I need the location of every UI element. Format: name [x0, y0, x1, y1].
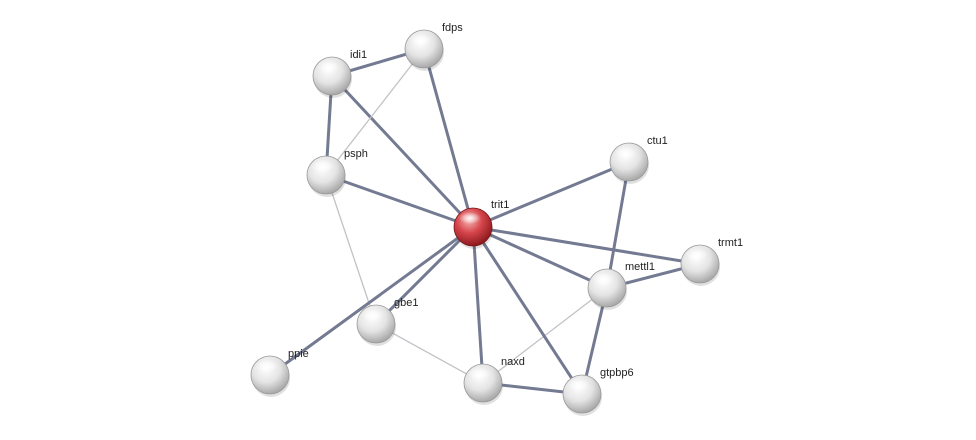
node-trit1[interactable]: trit1: [453, 199, 509, 249]
node-highlight: [410, 34, 432, 46]
node-highlight: [686, 249, 708, 261]
node-psph[interactable]: psph: [306, 148, 368, 197]
node-highlight: [312, 160, 334, 172]
edge-psph-gbe1: [325, 174, 377, 325]
node-highlight: [615, 147, 637, 159]
node-label-ctu1: ctu1: [647, 135, 668, 147]
edge-trmt1-trit1: [471, 225, 702, 266]
edge-ppie-trit1: [268, 225, 475, 377]
node-label-idi1: idi1: [350, 49, 367, 61]
node-highlight: [568, 379, 590, 391]
edge-ctu1-trit1: [471, 160, 631, 229]
node-idi1[interactable]: idi1: [312, 49, 367, 98]
node-label-gtpbp6: gtpbp6: [600, 367, 634, 379]
node-gtpbp6[interactable]: gtpbp6: [562, 367, 634, 416]
node-highlight: [318, 61, 340, 73]
edge-fdps-trit1: [422, 47, 475, 229]
node-label-fdps: fdps: [442, 22, 463, 34]
edge-gtpbp6-trit1: [471, 225, 584, 396]
node-label-naxd: naxd: [501, 356, 525, 368]
node-label-trit1: trit1: [491, 199, 509, 211]
edge-ctu1-mettl1: [605, 160, 631, 290]
node-highlight: [362, 309, 384, 321]
edge-mettl1-trit1: [471, 225, 609, 290]
edge-gbe1-trit1: [374, 225, 475, 326]
node-ppie[interactable]: ppie: [250, 348, 309, 397]
edge-gbe1-naxd: [375, 323, 484, 384]
node-mettl1[interactable]: mettl1: [587, 261, 655, 310]
node-label-mettl1: mettl1: [625, 261, 655, 273]
node-label-gbe1: gbe1: [394, 297, 418, 309]
node-label-ppie: ppie: [288, 348, 309, 360]
edge-psph-trit1: [324, 173, 475, 229]
node-highlight: [593, 273, 615, 285]
node-label-psph: psph: [344, 148, 368, 160]
edge-naxd-trit1: [471, 225, 485, 385]
nodes-layer: trit1 fdps idi1 psph ctu1 trmt1 mettl1 gbe1 ppie…: [250, 22, 743, 416]
edge-fdps-psph: [325, 48, 425, 176]
node-highlight: [459, 212, 481, 224]
node-naxd[interactable]: naxd: [463, 356, 525, 405]
edge-idi1-trit1: [330, 74, 475, 229]
node-trmt1[interactable]: trmt1: [680, 237, 743, 286]
node-gbe1[interactable]: gbe1: [356, 297, 418, 346]
node-fdps[interactable]: fdps: [404, 22, 463, 71]
node-label-trmt1: trmt1: [718, 237, 743, 249]
node-highlight: [469, 368, 491, 380]
node-ctu1[interactable]: ctu1: [609, 135, 668, 184]
node-highlight: [256, 360, 278, 372]
